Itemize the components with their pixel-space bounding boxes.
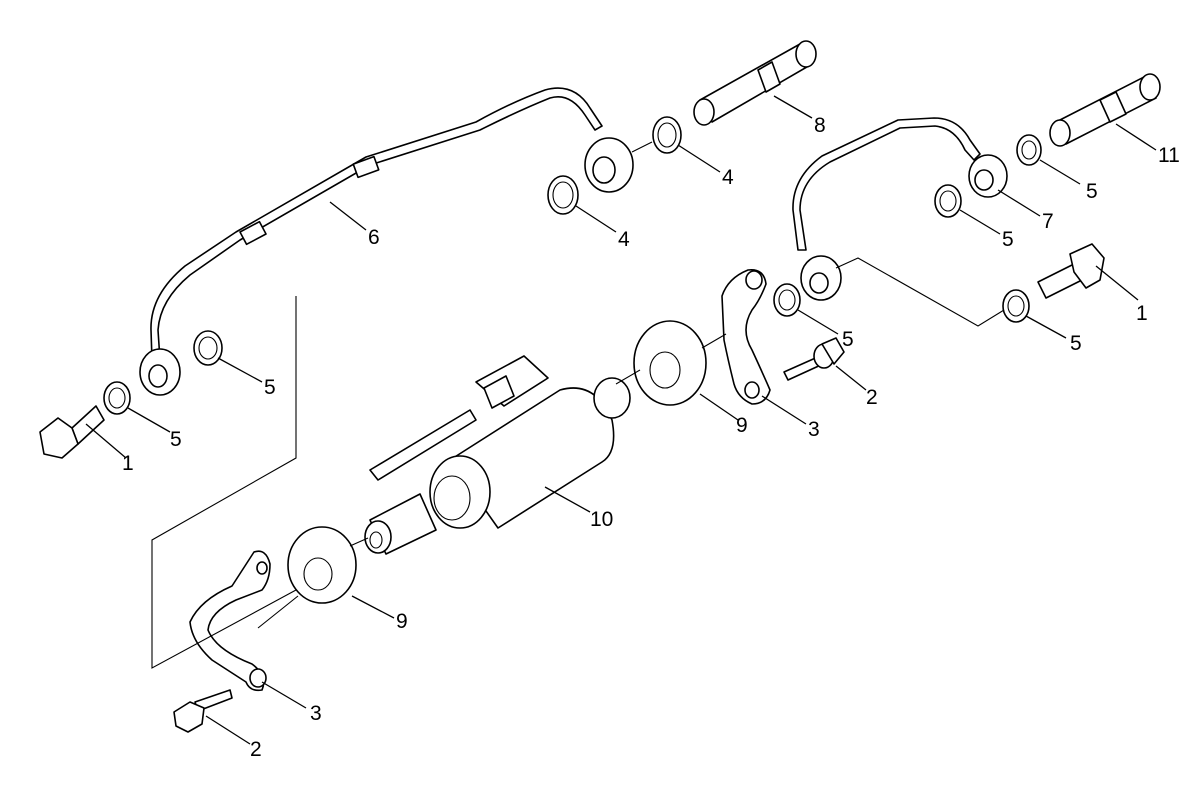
callout-7: 7 <box>1042 210 1054 233</box>
callout-3-left: 3 <box>310 702 322 725</box>
callout-2-right: 2 <box>866 386 878 409</box>
callout-2-left: 2 <box>250 738 262 761</box>
screw-right <box>783 337 845 381</box>
leader-lines <box>85 95 1157 745</box>
callout-5-f: 5 <box>1086 180 1098 203</box>
callout-10: 10 <box>590 508 613 531</box>
banjo-bolt-right <box>1037 243 1105 299</box>
bracket-right <box>721 268 771 405</box>
callout-labels: 1 1 2 2 3 3 4 4 5 5 5 5 5 5 6 7 8 9 9 10… <box>122 114 1180 761</box>
washer-5a <box>193 330 223 366</box>
callout-8: 8 <box>814 114 826 137</box>
washer-5d <box>1002 289 1030 323</box>
screw-left <box>173 689 233 733</box>
callout-9-right: 9 <box>736 414 748 437</box>
fuel-line-7 <box>792 117 1008 301</box>
callout-5-a: 5 <box>264 376 276 399</box>
fuel-pump-10 <box>364 355 631 555</box>
callout-1-left: 1 <box>122 452 134 475</box>
bracket-left <box>189 550 271 692</box>
washer-5c <box>773 283 801 317</box>
callout-5-b: 5 <box>170 428 182 451</box>
callout-5-d: 5 <box>1070 332 1082 355</box>
callout-11: 11 <box>1158 144 1180 167</box>
callout-4-upper: 4 <box>722 166 734 189</box>
bushing-9-left <box>287 526 357 604</box>
callout-9-left: 9 <box>396 610 408 633</box>
callout-4-lower: 4 <box>618 228 630 251</box>
banjo-bolt-left <box>39 405 105 459</box>
fuel-line-6 <box>139 87 634 396</box>
bushing-9-right <box>633 320 707 406</box>
callout-1-right: 1 <box>1136 302 1148 325</box>
callout-6: 6 <box>368 226 380 249</box>
washer-4a <box>652 116 682 154</box>
washer-4b <box>547 175 579 215</box>
connector-8 <box>693 40 817 126</box>
washer-5e <box>934 184 962 218</box>
washer-5f <box>1016 134 1042 166</box>
callout-5-c: 5 <box>842 328 854 351</box>
callout-5-e: 5 <box>1002 228 1014 251</box>
callout-3-right: 3 <box>808 418 820 441</box>
connector-11 <box>1049 73 1161 147</box>
washer-5b <box>103 381 131 415</box>
